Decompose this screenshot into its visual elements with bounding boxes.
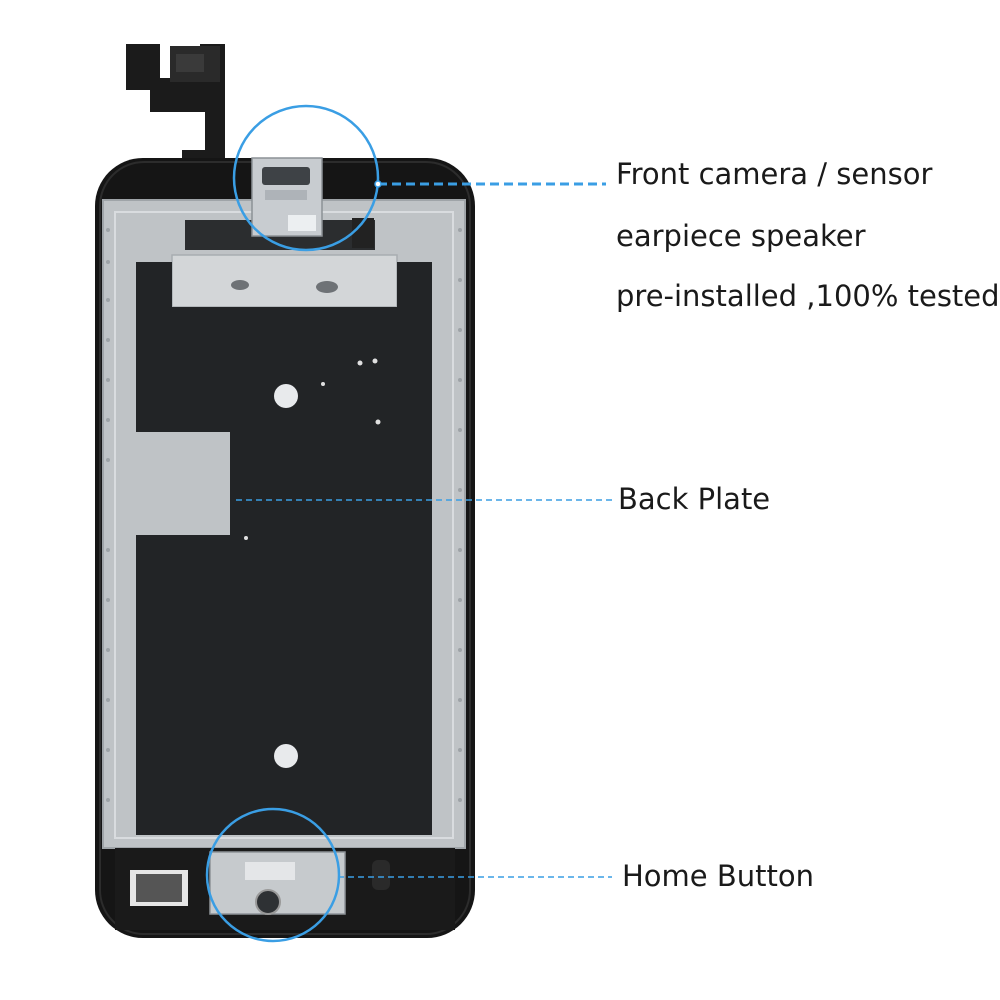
front-camera-label-line-1: Front camera / sensor <box>616 157 933 191</box>
front-camera-label-line-2: earpiece speaker <box>616 219 866 253</box>
back-plate <box>136 262 432 835</box>
front-camera-highlight-circle <box>232 104 380 252</box>
back-plate-hole-bottom <box>274 744 298 768</box>
home-button-assembly <box>115 848 455 930</box>
frame-dots <box>106 228 462 802</box>
home-button-label: Home Button <box>622 859 814 893</box>
home-button-highlight-circle <box>205 807 341 943</box>
front-camera-bracket <box>251 157 374 248</box>
back-plate-hole-top <box>274 384 298 408</box>
front-camera-label-line-3: pre-installed ,100% tested <box>616 279 1000 313</box>
back-plate-label: Back Plate <box>618 482 771 516</box>
